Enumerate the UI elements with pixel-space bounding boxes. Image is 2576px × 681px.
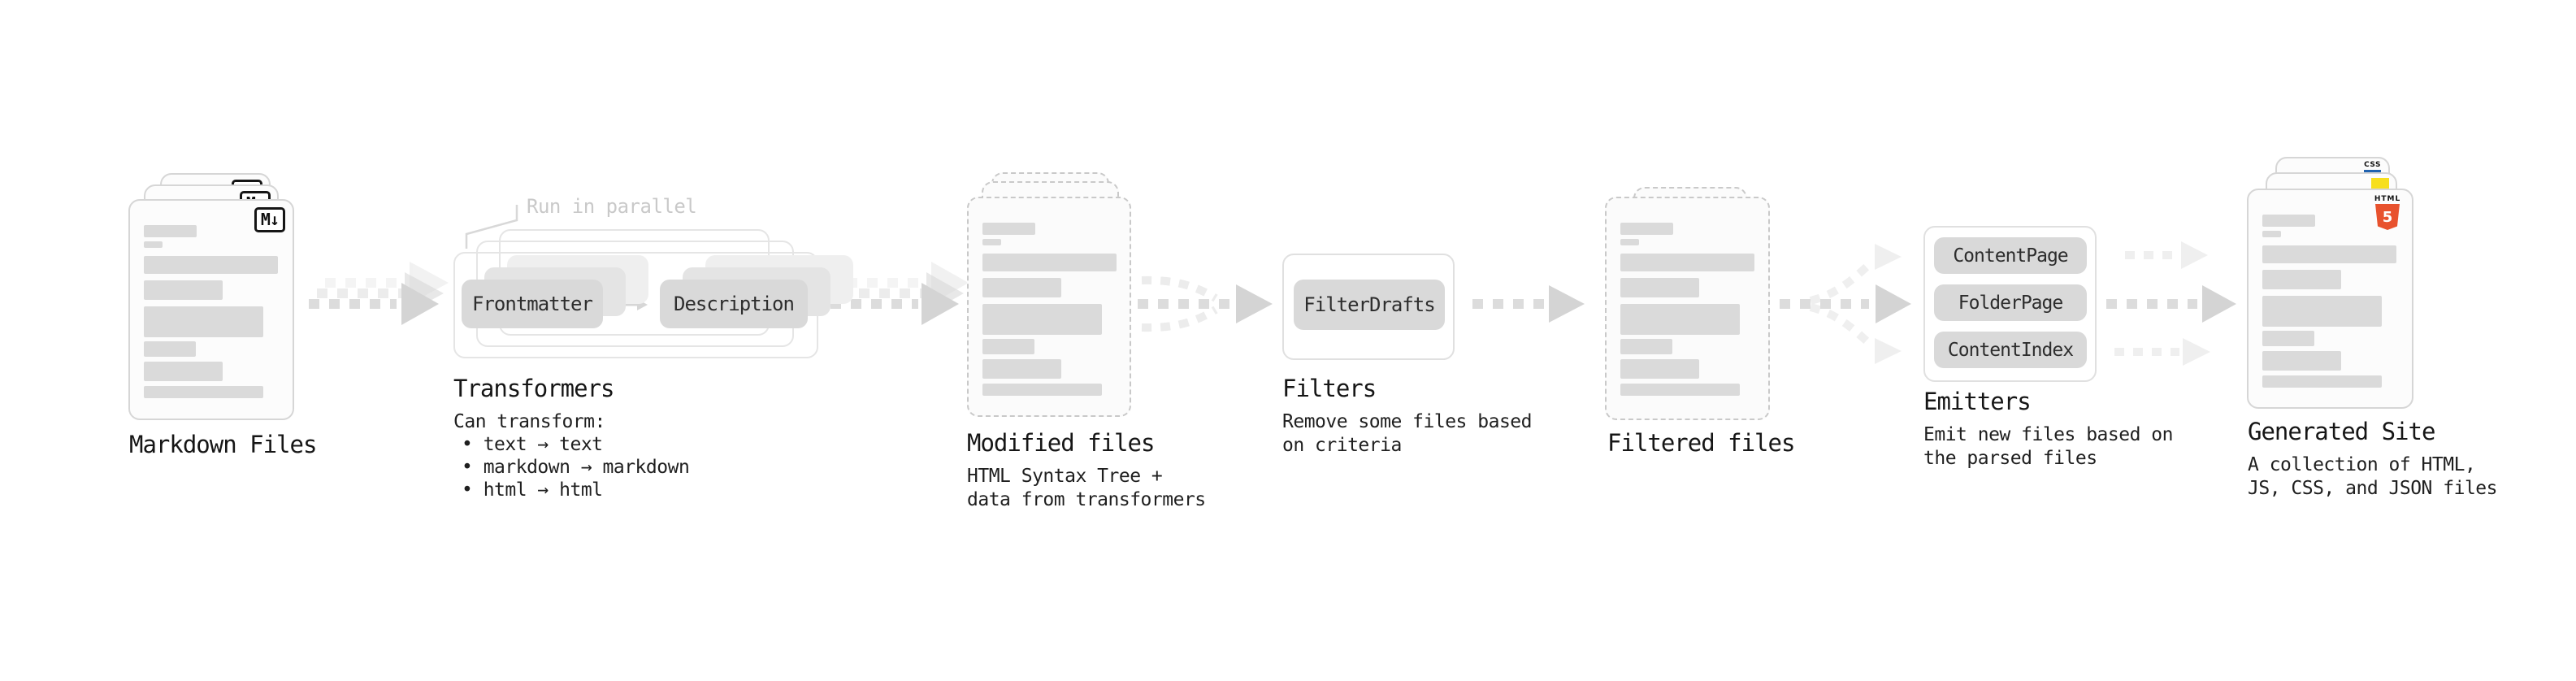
- transformers-description: Can transform: • text → text • markdown …: [453, 410, 690, 501]
- filterdrafts-node: FilterDrafts: [1294, 280, 1445, 330]
- generated-site-title: Generated Site: [2248, 418, 2435, 445]
- filtered-files-title: Filtered files: [1607, 429, 1795, 457]
- transform-rule: • markdown → markdown: [462, 457, 690, 478]
- emitters-subtitle: Emit new files based on the parsed files: [1923, 424, 2174, 469]
- arrow-modified-to-filters-icon: [1138, 275, 1273, 332]
- folderpage-node: FolderPage: [1934, 284, 2087, 321]
- arrow-emitters-to-site-icon: [2106, 241, 2236, 366]
- html5-icon: HTML 5: [2372, 195, 2403, 230]
- filters-title: Filters: [1282, 375, 1377, 402]
- document-text-placeholder: [144, 225, 278, 398]
- js-icon: [2371, 178, 2389, 190]
- filtered-file-card-front: [1605, 197, 1770, 420]
- can-transform-heading: Can transform:: [453, 411, 605, 432]
- transformers-title: Transformers: [453, 375, 615, 402]
- markdown-file-card-front: M↓: [128, 199, 294, 420]
- css-icon: CSS: [2364, 162, 2381, 172]
- modified-file-card-front: [967, 197, 1131, 417]
- contentindex-node: ContentIndex: [1934, 332, 2087, 368]
- document-text-placeholder: [982, 223, 1117, 396]
- frontmatter-node: Frontmatter: [462, 280, 603, 328]
- markdown-files-label: Markdown Files: [129, 431, 317, 458]
- modified-files-title: Modified files: [967, 429, 1155, 457]
- generated-site-subtitle: A collection of HTML, JS, CSS, and JSON …: [2248, 454, 2498, 499]
- document-text-placeholder: [2262, 215, 2396, 388]
- filters-subtitle: Remove some files based on criteria: [1282, 411, 1533, 456]
- arrow-markdown-to-transformers-icon: [309, 262, 449, 325]
- arrow-filters-to-filtered-icon: [1472, 285, 1585, 323]
- transform-rule: • html → html: [462, 479, 603, 501]
- arrow-filtered-to-emitters-icon: [1780, 244, 1911, 364]
- contentpage-node: ContentPage: [1934, 237, 2087, 274]
- markdown-icon: M↓: [254, 207, 285, 232]
- parallel-note: Run in parallel: [527, 195, 697, 218]
- transform-rule: • text → text: [462, 434, 603, 455]
- emitters-title: Emitters: [1923, 388, 2032, 415]
- document-text-placeholder: [1620, 223, 1754, 396]
- site-file-card-html: HTML 5: [2247, 189, 2413, 409]
- modified-files-subtitle: HTML Syntax Tree + data from transformer…: [967, 466, 1206, 510]
- description-node: Description: [660, 280, 808, 328]
